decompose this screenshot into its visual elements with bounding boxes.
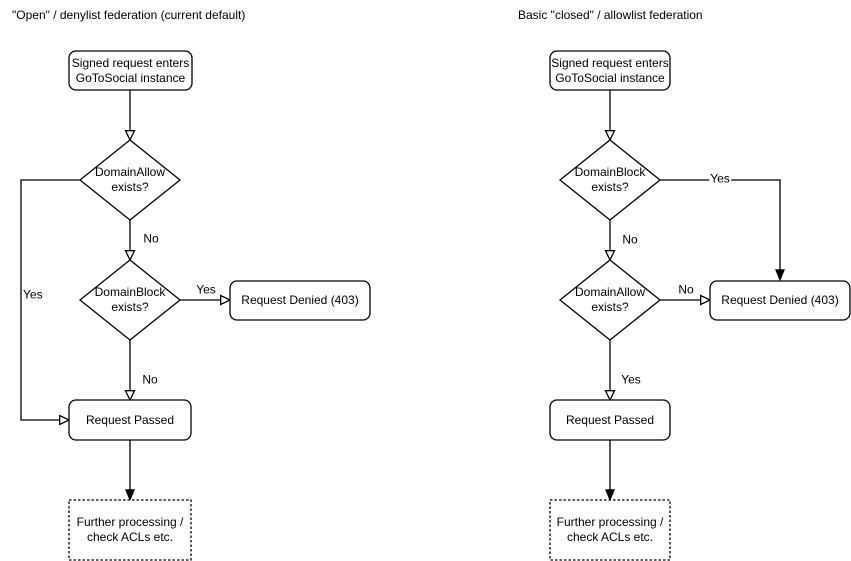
- edge-left-decision1-yes: [20, 179, 80, 421]
- left-passed-node-shape: [68, 399, 192, 441]
- right-decision2-node: DomainAllow exists?: [574, 285, 646, 314]
- arrowhead-filled-icon: [605, 489, 615, 502]
- left-start-node-shape: [68, 50, 193, 91]
- right-decision1-no-label: No: [621, 232, 639, 247]
- left-decision2-yes-label: Yes: [195, 282, 217, 297]
- right-decision2-shape: [558, 259, 662, 341]
- right-decision2-yes-label: Yes: [620, 372, 642, 387]
- left-decision1-no-label: No: [142, 231, 160, 246]
- right-denied-node: Request Denied (403): [721, 293, 839, 307]
- right-decision1-yes-label: Yes: [709, 171, 731, 186]
- arrowhead-open-icon: [59, 414, 71, 426]
- right-further-node-shape: [549, 499, 671, 561]
- left-decision1-shape: [78, 139, 182, 221]
- left-start-node: Signed request enters GoToSocial instanc…: [71, 55, 190, 85]
- right-start-node: Signed request enters GoToSocial instanc…: [551, 55, 669, 85]
- arrowhead-open-icon: [604, 390, 616, 402]
- right-further-node: Further processing / check ACLs etc.: [556, 515, 664, 544]
- left-decision2-node: DomainBlock exists?: [94, 285, 166, 314]
- arrowhead-filled-icon: [775, 269, 785, 282]
- left-decision2-no-label: No: [141, 372, 159, 387]
- right-passed-node-shape: [549, 399, 671, 441]
- left-chart-title: "Open" / denylist federation (current de…: [12, 8, 246, 22]
- left-decision2-shape: [78, 259, 182, 341]
- left-passed-node: Request Passed: [85, 412, 175, 427]
- arrowhead-open-icon: [220, 294, 232, 306]
- right-decision1-shape: [558, 139, 662, 221]
- arrowhead-open-icon: [604, 250, 616, 262]
- right-chart-title: Basic "closed" / allowlist federation: [518, 8, 703, 22]
- left-decision1-yes-label: Yes: [22, 287, 44, 302]
- arrowhead-filled-icon: [125, 489, 135, 502]
- left-denied-node: Request Denied (403): [241, 293, 359, 307]
- right-denied-node-shape: [709, 280, 851, 321]
- left-denied-node-shape: [229, 280, 371, 321]
- right-passed-node: Request Passed: [565, 412, 655, 427]
- arrowhead-open-icon: [124, 130, 136, 142]
- left-further-node-shape: [68, 499, 192, 561]
- right-decision1-node: DomainBlock exists?: [574, 165, 646, 194]
- arrowhead-open-icon: [124, 250, 136, 262]
- arrowhead-open-icon: [700, 294, 712, 306]
- left-decision1-node: DomainAllow exists?: [94, 165, 166, 194]
- right-decision2-no-label: No: [677, 282, 695, 297]
- left-further-node: Further processing / check ACLs etc.: [76, 515, 184, 544]
- right-start-node-shape: [549, 50, 671, 91]
- edge-right-decision1-yes: [660, 179, 781, 270]
- arrowhead-open-icon: [604, 130, 616, 142]
- arrowhead-open-icon: [124, 390, 136, 402]
